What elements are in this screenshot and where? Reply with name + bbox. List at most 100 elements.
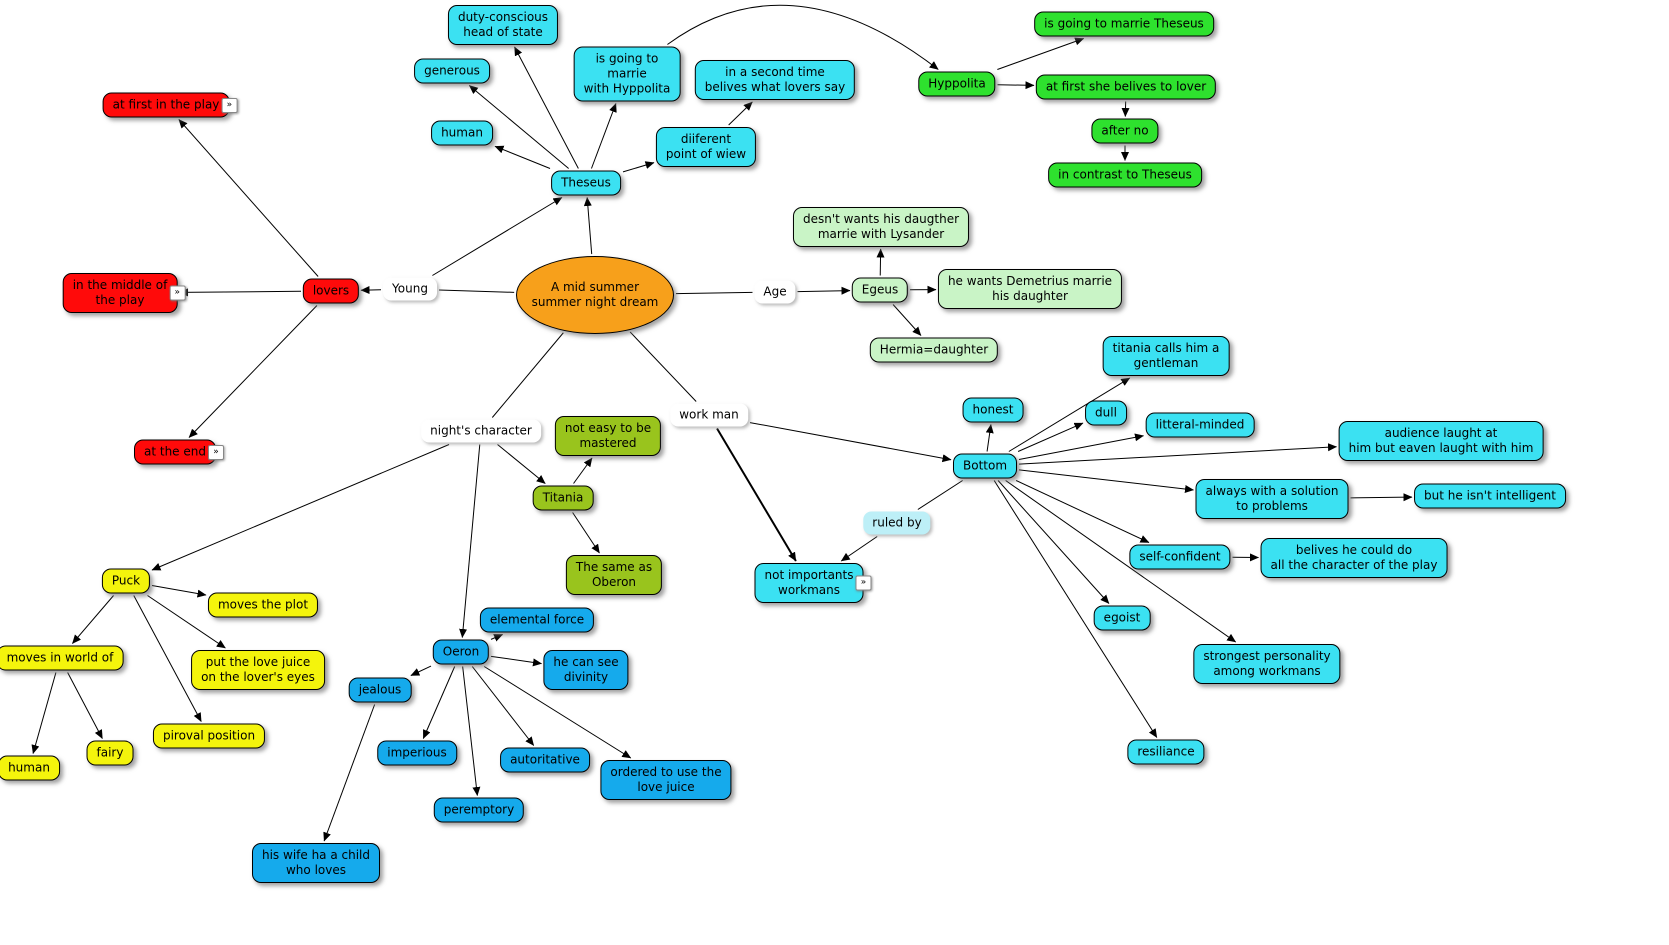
node-honest[interactable]: honest [962, 397, 1024, 423]
edge-egeus-hermia [892, 304, 922, 336]
edge-bottom-litteral [1018, 433, 1144, 461]
node-first_belives[interactable]: at first she belives to lover [1035, 74, 1217, 100]
node-label: moves the plot [217, 597, 309, 612]
node-love_juice[interactable]: put the love juice on the lover's eyes [191, 650, 325, 690]
edge-hyppolita-marrie_theseus [997, 37, 1085, 70]
node-peremptory[interactable]: peremptory [433, 797, 525, 823]
expand-icon[interactable]: » [208, 444, 224, 460]
node-wife_child[interactable]: his wife ha a child who loves [251, 843, 381, 883]
node-belives_char[interactable]: belives he could do all the character of… [1260, 538, 1448, 578]
node-not_intelligent[interactable]: but he isn't intelligent [1414, 483, 1566, 509]
node-hermia[interactable]: Hermia=daughter [869, 337, 999, 363]
node-bottom[interactable]: Bottom [952, 453, 1018, 479]
edge-theseus-human_t [494, 145, 551, 169]
edge-puck-love_juice [147, 595, 226, 649]
node-label: he can see divinity [553, 655, 619, 684]
node-jealous[interactable]: jealous [348, 677, 412, 703]
node-autoritative[interactable]: autoritative [500, 747, 590, 773]
edge-bottom-egoist [997, 480, 1110, 604]
node-demetrius[interactable]: he wants Demetrius marrie his daughter [937, 269, 1123, 309]
node-not_importants[interactable]: not importants workmans» [754, 563, 872, 603]
node-label: at first in the play [112, 97, 220, 112]
node-label: his wife ha a child who loves [261, 848, 371, 877]
node-moves_world[interactable]: moves in world of [0, 645, 124, 671]
link-label-work_man[interactable]: work man [670, 403, 748, 427]
edge-lovers-at_end [188, 305, 318, 438]
node-label: Egeus [861, 282, 899, 297]
node-label: he wants Demetrius marrie his daughter [947, 274, 1113, 303]
node-label: but he isn't intelligent [1424, 488, 1556, 503]
node-divinity[interactable]: he can see divinity [543, 650, 629, 690]
edge-work_man-not_importants [716, 427, 797, 562]
node-audience[interactable]: audience laught at him but eaven laught … [1338, 421, 1544, 461]
expand-icon[interactable]: » [221, 97, 238, 113]
node-first_play[interactable]: at first in the play» [102, 92, 238, 118]
link-label-young[interactable]: Young [383, 277, 437, 301]
node-marrie_theseus[interactable]: is going to marrie Theseus [1034, 11, 1214, 37]
node-resiliance[interactable]: resiliance [1127, 739, 1205, 765]
node-contrast[interactable]: in contrast to Theseus [1048, 162, 1202, 188]
node-label: in the middle of the play [72, 278, 168, 307]
node-label: moves in world of [6, 650, 114, 665]
edge-titania-same_oberon [572, 512, 600, 554]
node-fairy[interactable]: fairy [86, 740, 134, 766]
node-ordered[interactable]: ordered to use the love juice [600, 760, 732, 800]
expand-icon[interactable]: » [855, 575, 872, 591]
node-label: Titania [542, 490, 584, 505]
node-duty[interactable]: duty-conscious head of state [447, 5, 559, 45]
node-human_p[interactable]: human [0, 755, 60, 781]
node-label: Oeron [442, 644, 480, 659]
node-lovers[interactable]: lovers [302, 278, 360, 304]
edge-bottom-resiliance [993, 480, 1158, 738]
node-at_end[interactable]: at the end» [134, 439, 224, 465]
node-label: after no [1101, 123, 1149, 138]
link-label-age[interactable]: Age [754, 280, 796, 304]
node-solution[interactable]: always with a solution to problems [1195, 479, 1349, 519]
edge-center-young [438, 289, 515, 293]
node-label: lovers [312, 283, 350, 298]
node-puck[interactable]: Puck [101, 568, 151, 594]
link-label-ruled_by[interactable]: ruled by [863, 511, 931, 535]
node-marrie_hyp[interactable]: is going to marrie with Hyppolita [573, 46, 681, 102]
node-label: Hermia=daughter [879, 342, 989, 357]
node-label: The same as Oberon [575, 560, 653, 589]
node-generous[interactable]: generous [414, 58, 490, 84]
edge-marrie_hyp-hyppolita [667, 4, 939, 70]
edge-theseus-marrie_hyp [590, 103, 617, 169]
node-human_t[interactable]: human [431, 120, 493, 146]
node-piroval[interactable]: piroval position [152, 723, 266, 749]
node-desnt[interactable]: desn't wants his daugther marrie with Ly… [792, 207, 970, 247]
node-center[interactable]: A mid summer summer night dream [516, 256, 674, 334]
node-label: ordered to use the love juice [610, 765, 722, 794]
node-gentleman[interactable]: titania calls him a gentleman [1102, 336, 1230, 376]
node-self_conf[interactable]: self-confident [1129, 544, 1231, 570]
node-egoist[interactable]: egoist [1093, 605, 1151, 631]
node-elemental[interactable]: elemental force [479, 607, 595, 633]
node-moves_plot[interactable]: moves the plot [207, 592, 319, 618]
node-titania[interactable]: Titania [532, 485, 594, 511]
node-label: diiferent point of wiew [665, 132, 747, 161]
node-theseus[interactable]: Theseus [551, 170, 621, 196]
expand-icon[interactable]: » [169, 285, 186, 301]
node-diff_pov[interactable]: diiferent point of wiew [655, 127, 757, 167]
node-after_no[interactable]: after no [1091, 118, 1159, 144]
node-label: honest [972, 402, 1014, 417]
node-strongest[interactable]: strongest personality among workmans [1193, 644, 1341, 684]
edge-age-egeus [797, 286, 851, 295]
node-imperious[interactable]: imperious [377, 740, 457, 766]
link-label-nights_char[interactable]: night's character [421, 419, 541, 443]
edge-oeron-autoritative [471, 666, 535, 746]
edge-bottom-strongest [1005, 480, 1237, 643]
node-same_oberon[interactable]: The same as Oberon [565, 555, 663, 595]
node-second_time[interactable]: in a second time belives what lovers say [694, 60, 856, 100]
node-litteral[interactable]: litteral-minded [1145, 412, 1255, 438]
node-oeron[interactable]: Oeron [432, 639, 490, 665]
node-not_easy[interactable]: not easy to be mastered [554, 416, 662, 456]
node-middle_play[interactable]: in the middle of the play» [62, 273, 186, 313]
edge-center-theseus [583, 197, 593, 255]
node-egeus[interactable]: Egeus [851, 277, 909, 303]
node-label: egoist [1103, 610, 1141, 625]
node-hyppolita[interactable]: Hyppolita [918, 71, 996, 97]
node-dull[interactable]: dull [1085, 400, 1127, 426]
node-label: Puck [111, 573, 141, 588]
